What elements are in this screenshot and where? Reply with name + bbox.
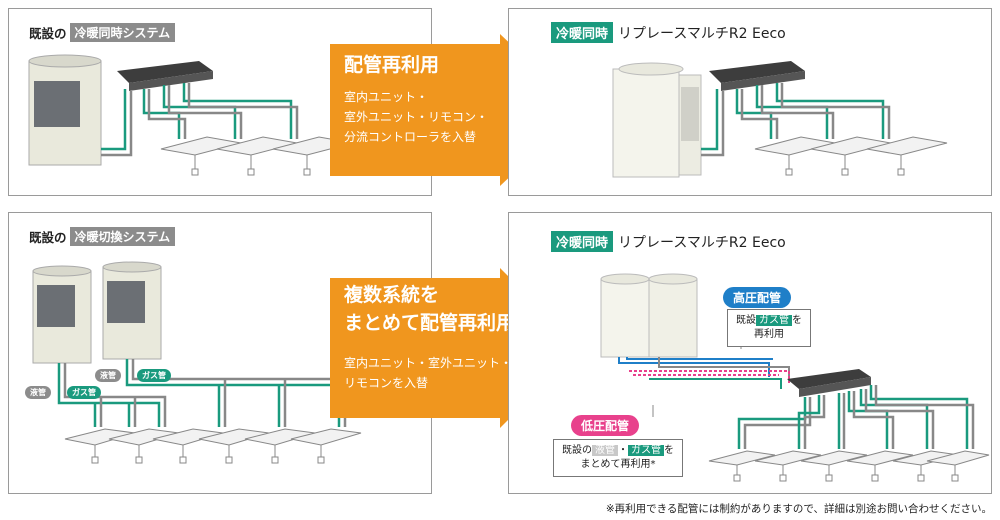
system-diagram [600,273,990,482]
pipe-label-liquid: 液管 [95,369,121,382]
panel-header: 冷暖同時 リプレースマルチR2 Eeco [551,22,786,43]
arrow-main-line-2: まとめて配管再利用 [344,312,516,334]
indoor-units [64,428,362,464]
note-text: まとめて再利用* [580,459,656,470]
piping [101,83,299,157]
indoor-unit [64,428,136,464]
indoor-unit [754,136,836,176]
low-pressure-pill: 低圧配管 [571,415,640,436]
panel-replace-multi-bottom: 冷暖同時 リプレースマルチR2 Eeco [508,212,992,494]
outdoor-unit [102,261,162,360]
product-title: リプレースマルチR2 Eeco [618,234,786,251]
note-text: 再利用 [754,329,784,340]
indoor-unit [800,450,868,482]
system-tag: 冷暖同時 [551,231,614,252]
branch-controller [709,61,805,91]
high-pressure-note: 既設ガス管を 再利用 [727,309,811,347]
pipe-label-gas: ガス管 [67,386,101,399]
note-text: を [664,445,674,456]
piping [618,357,790,389]
outdoor-unit [32,265,92,364]
indoor-piping [737,385,975,449]
product-title: リプレースマルチR2 Eeco [618,25,786,42]
indoor-unit [846,450,914,482]
panel-header: 既設の 冷暖同時システム [29,23,176,42]
system-tag: 冷暖切換システム [69,227,176,246]
note-text: 既設 [736,315,756,326]
indoor-unit [198,428,270,464]
system-diagram [28,54,354,176]
panel-header: 冷暖同時 リプレースマルチR2 Eeco [551,231,786,252]
gas-pipe-highlight: ガス管 [756,315,792,326]
indoor-units [160,136,354,176]
arrow-sub-line-2: 室外ユニット・リモコン・ [344,110,489,124]
system-tag: 冷暖同時 [551,22,614,43]
branch-controller [117,61,213,91]
indoor-unit [708,450,776,482]
header-prefix: 既設の [29,26,67,41]
note-text: 既設の [562,445,592,456]
header-prefix: 既設の [29,230,67,245]
branch-controller [787,369,871,397]
system-tag: 冷暖同時システム [69,23,176,42]
low-pressure-note: 既設の液管・ガス管を まとめて再利用* [553,439,683,477]
pipe-label-liquid: 液管 [25,386,51,399]
pipe-label-gas: ガス管 [137,369,171,382]
arrow-sub-line-1: 室内ユニット・ [344,90,429,104]
note-text: ・ [618,445,628,456]
arrow-sub-line-2: リモコンを入替 [344,376,429,390]
panel-replace-multi-top: 冷暖同時 リプレースマルチR2 Eeco [508,8,992,196]
indoor-units [708,450,990,482]
outdoor-unit [28,54,102,166]
arrow-main-text: 配管再利用 [344,54,440,76]
indoor-unit [754,450,822,482]
arrow-sub-line-3: 分流コントローラを入替 [344,130,477,144]
system-diagram [612,61,948,178]
indoor-unit [866,136,948,176]
panel-header: 既設の 冷暖切換システム [29,227,176,246]
footnote: ※再利用できる配管には制約がありますので、詳細は別途お問い合わせください。 [605,503,992,515]
indoor-unit [926,450,990,482]
liquid-pipe-highlight: 液管 [592,445,618,456]
indoor-unit [160,136,242,176]
arrow-main-line-1: 複数系統を [344,284,440,306]
note-text: を [792,315,802,326]
outdoor-unit [612,62,702,178]
high-pressure-pill: 高圧配管 [723,287,792,308]
outdoor-unit [600,273,698,358]
piping [701,83,891,157]
arrow-sub-line-1: 室内ユニット・室外ユニット・ [344,356,513,370]
gas-pipe-highlight: ガス管 [628,445,664,456]
indoor-units [754,136,948,176]
indoor-unit [290,428,362,464]
